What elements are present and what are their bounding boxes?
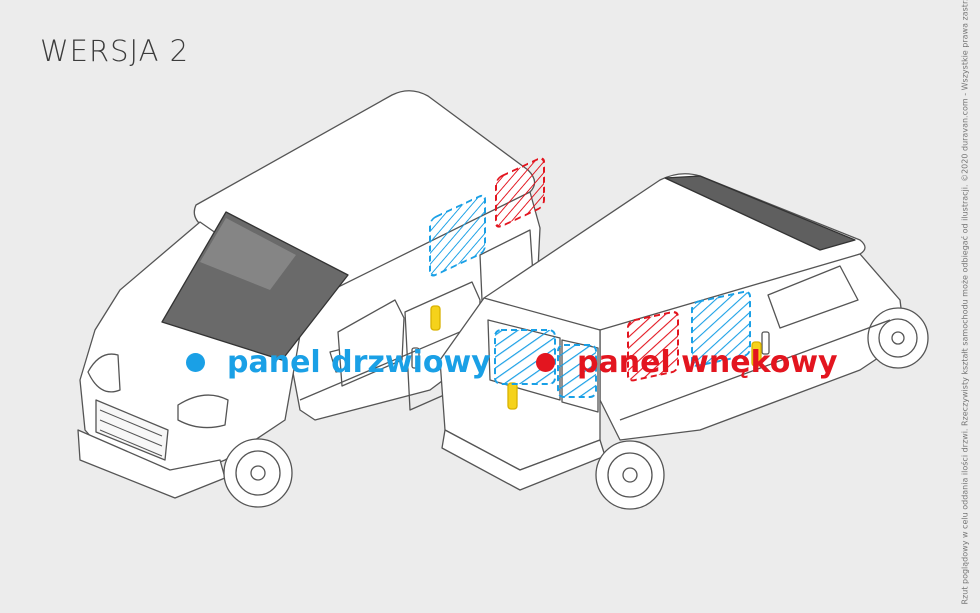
rear-van-niche-panel: [627, 311, 679, 382]
legend-door-panel-dot: [186, 353, 205, 372]
legend-niche-panel-dot: [536, 353, 555, 372]
legend-niche-panel-label: panel wnękowy: [577, 345, 838, 380]
rear-van-handle-rear: [507, 382, 518, 410]
legend-door-panel: panel drzwiowy: [186, 345, 491, 380]
front-van-handle-yellow: [430, 305, 441, 331]
copyright-disclaimer: Rzut poglądowy w celu oddania ilości drz…: [960, 0, 970, 605]
rear-van-door-panel-side: [691, 290, 751, 367]
front-van-niche-panel: [495, 157, 545, 228]
rear-van: [439, 173, 929, 510]
front-van-door-panel: [429, 194, 486, 277]
rear-van-handle-side: [751, 341, 762, 367]
front-van-grille: [95, 399, 169, 461]
page-title: WERSJA 2: [40, 34, 190, 68]
front-van-headlight-right: [177, 394, 229, 429]
front-van: [77, 90, 545, 508]
legend-niche-panel: panel wnękowy: [536, 345, 838, 380]
legend-door-panel-label: panel drzwiowy: [227, 345, 491, 380]
rear-van-side-window: [767, 265, 859, 329]
rear-van-door-panel-rear-right: [557, 344, 597, 398]
front-van-door-window: [337, 299, 405, 387]
front-van-headlight-left: [87, 353, 121, 393]
rear-van-roof-glass: [664, 175, 856, 251]
